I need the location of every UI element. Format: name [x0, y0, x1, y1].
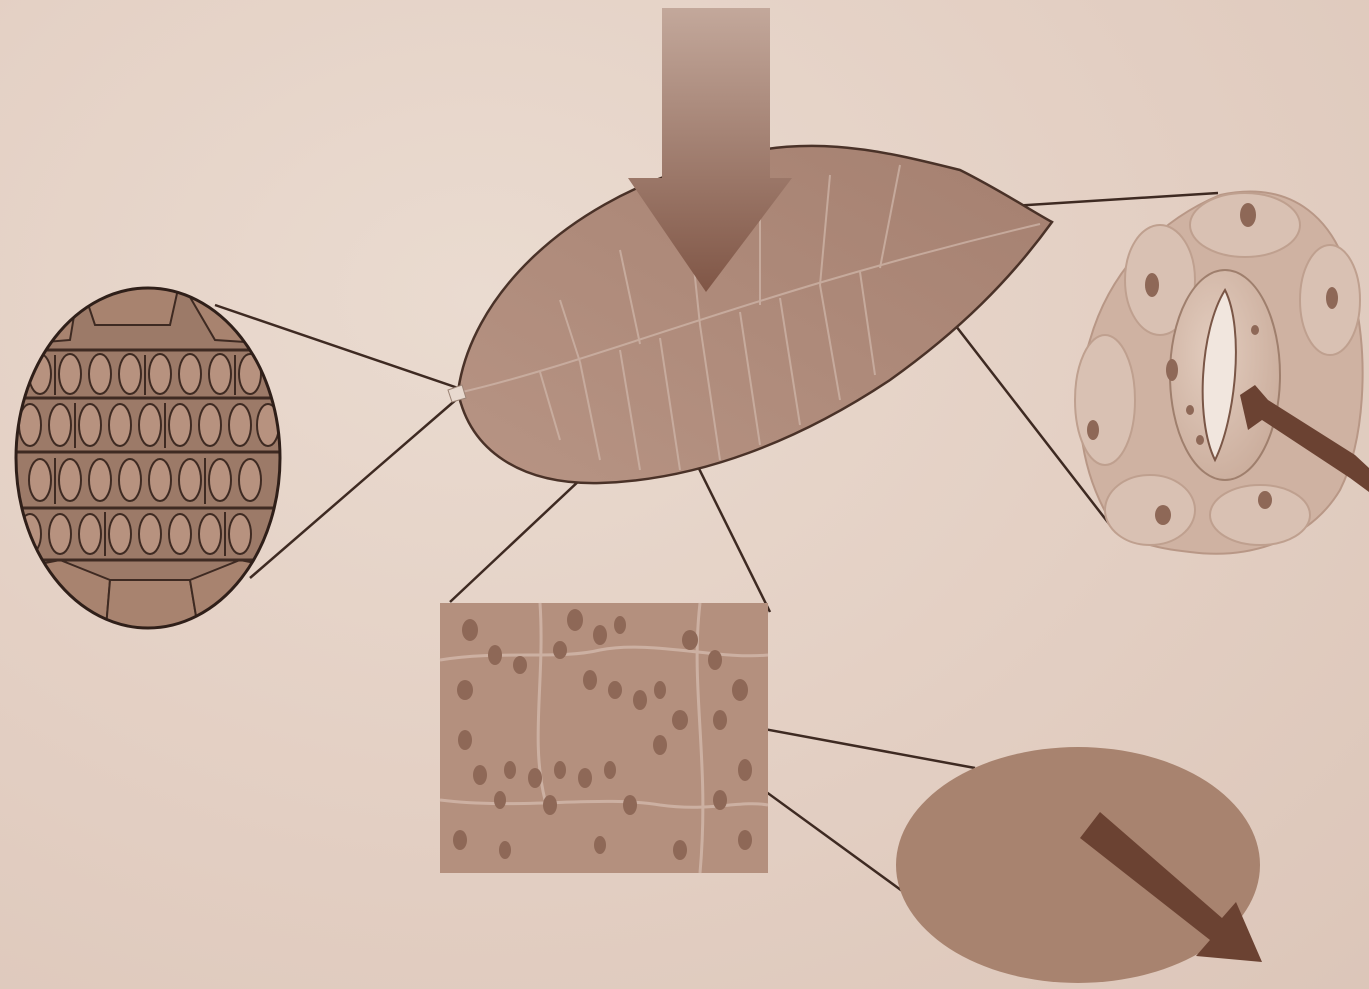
stoma-closeup — [1075, 192, 1369, 554]
chloroplast-magnifier — [896, 747, 1262, 983]
mesophyll-cells-magnifier — [440, 603, 768, 873]
stomata-tissue-magnifier — [0, 280, 300, 640]
stoma-icon — [1075, 192, 1363, 554]
